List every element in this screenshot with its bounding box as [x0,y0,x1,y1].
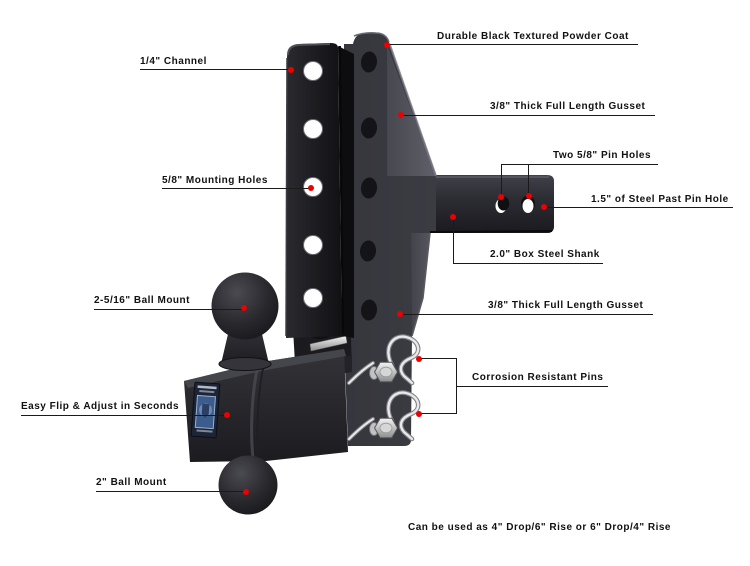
callout-line-steel-past-pin [544,207,733,208]
callout-line-pin-holes [501,164,658,165]
hitch-channel [285,43,354,338]
callout-line-easy-flip [21,415,227,416]
callout-dot-pin-hole-2 [526,193,532,199]
callout-dot-pin-lower [416,411,422,417]
callout-line-corrosion-pins [456,386,608,387]
callout-line-gusset-top [401,115,655,116]
callout-line-channel [140,69,291,70]
callout-steel-past-pin: 1.5" of Steel Past Pin Hole [591,194,729,205]
callout-corrosion-pins: Corrosion Resistant Pins [472,372,604,383]
callout-gusset-bottom: 3/8" Thick Full Length Gusset [488,300,644,311]
ball-2516 [211,272,279,371]
callout-dot-easy-flip [224,412,230,418]
shank-pin-holes [495,195,535,213]
callout-line-box-shank-v [453,217,454,264]
callout-line-mounting-holes [162,188,311,189]
callout-line-box-shank [453,263,603,264]
callout-line-ball-2 [96,491,246,492]
callout-dot-box-shank [450,214,456,220]
callout-dot-pin-hole-1 [498,194,504,200]
callout-line-gusset-bottom [400,314,653,315]
callout-pin-holes: Two 5/8" Pin Holes [553,150,652,161]
callout-dot-gusset-top [398,112,404,118]
callout-channel: 1/4" Channel [140,56,207,67]
callout-dot-steel-past-pin [541,204,547,210]
callout-line-pin-stub-1 [419,358,456,359]
plate-holes [359,51,378,321]
callout-dot-powder-coat [384,42,390,48]
callout-dot-gusset-bottom [397,311,403,317]
callout-line-pin-stub-2 [419,413,456,414]
callout-dot-channel [288,67,294,73]
callout-gusset-top: 3/8" Thick Full Length Gusset [490,101,646,112]
callout-ball-2516: 2-5/16" Ball Mount [94,295,190,306]
hitch-shank [436,176,554,233]
channel-mounting-holes [303,61,323,308]
callout-line-ball-2516 [94,309,244,310]
brand-sticker [190,381,221,439]
callout-dot-pin-upper [416,356,422,362]
hitch-frame-plate [344,32,554,446]
callout-box-shank: 2.0" Box Steel Shank [490,249,600,260]
ball-2 [218,455,278,515]
usage-note: Can be used as 4" Drop/6" Rise or 6" Dro… [408,522,671,533]
callout-dot-ball-2516 [241,305,247,311]
callout-line-pin-hole-1 [501,164,502,196]
callout-dot-ball-2 [243,489,249,495]
callout-mounting-holes: 5/8" Mounting Holes [162,175,268,186]
callout-dot-mounting-holes [308,185,314,191]
callout-powder-coat: Durable Black Textured Powder Coat [437,31,629,42]
callout-line-pin-hole-2 [528,164,529,195]
callout-easy-flip: Easy Flip & Adjust in Seconds [21,401,180,412]
callout-line-powder-coat [387,44,638,45]
callout-ball-2: 2" Ball Mount [96,477,167,488]
